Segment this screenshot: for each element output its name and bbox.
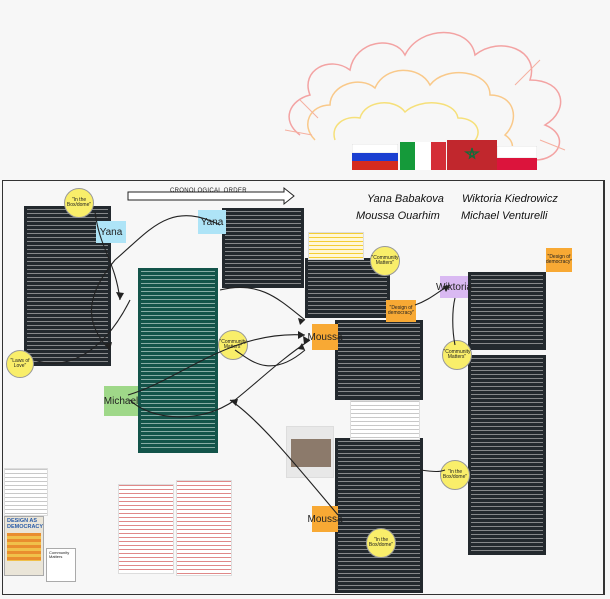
poland-flag-icon [497,146,537,170]
board-frame [2,180,605,595]
michael-reflection-note[interactable] [138,268,218,453]
book-title-line1: DESIGN AS [7,518,38,524]
article-screenshot[interactable] [350,400,420,440]
name-sticky-wiktoria[interactable]: Wiktoria [436,276,472,298]
russia-flag-icon [352,144,398,170]
board-right-edge [603,180,605,595]
circle-in-the-box-1[interactable]: "In the Box/dome" [64,188,94,218]
sticky-design-of-democracy-1[interactable]: "Design of democracy" [386,300,416,322]
yana-second-note[interactable] [222,208,304,288]
name-sticky-yana-right[interactable]: Yana [198,210,226,234]
circle-community-matters-2[interactable]: "Community Matters" [218,330,248,360]
design-as-democracy-book[interactable]: DESIGN AS DEMOCRACY [4,516,44,576]
timeline-label: CRONOLOGICAL ORDER [170,188,247,194]
book-subtitle: Community Matters [49,550,70,560]
circle-in-the-box-3[interactable]: "In the Box/dome" [366,528,396,558]
team-member-michael: Michael Venturelli [461,210,548,222]
community-matters-book[interactable]: Community Matters [46,548,76,582]
wiktoria-note-main[interactable] [468,355,546,555]
circle-community-matters-1[interactable]: "Community Matters" [370,246,400,276]
sticky-design-of-democracy-2[interactable]: "Design of democracy" [546,248,572,272]
circle-community-matters-3[interactable]: "Community Matters" [442,340,472,370]
team-member-moussa: Moussa Ouarhim [356,210,440,222]
yellow-highlight-screenshot[interactable] [308,232,364,260]
italy-flag-icon [400,142,446,170]
morocco-flag-icon [447,140,497,170]
red-text-screenshot-1[interactable] [118,484,174,574]
name-sticky-moussa-bottom[interactable]: Moussa [308,506,343,532]
red-text-screenshot-2[interactable] [176,480,232,576]
name-sticky-michael[interactable]: Michael [104,386,138,416]
circle-laws-of-love[interactable]: "Laws of Love" [6,350,34,378]
name-sticky-yana-left[interactable]: Yana [96,221,126,243]
circle-in-the-box-2[interactable]: "In the Box/dome" [440,460,470,490]
team-member-wiktoria: Wiktoria Kiedrowicz [462,193,558,205]
wiktoria-note-top[interactable] [468,272,546,350]
photo-screenshot[interactable] [286,426,334,478]
book-reference-text[interactable] [4,468,48,516]
team-member-yana: Yana Babakova [367,193,444,205]
name-sticky-moussa-top[interactable]: Moussa [308,324,343,350]
moussa-second-note[interactable] [335,438,423,593]
book-title-line2: DEMOCRACY [7,523,44,530]
moussa-reflection-note[interactable] [335,320,423,400]
